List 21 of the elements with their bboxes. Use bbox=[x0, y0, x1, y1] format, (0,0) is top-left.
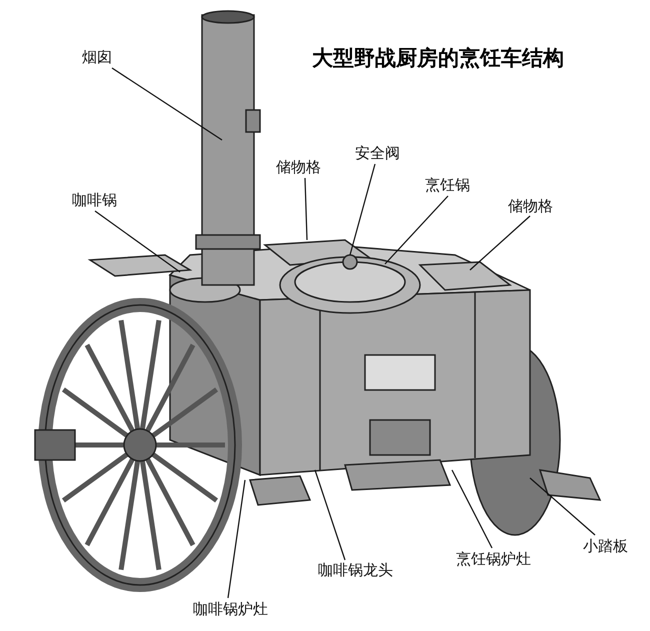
callout-label: 咖啡锅炉灶 bbox=[193, 600, 268, 618]
leader-line bbox=[227, 480, 246, 598]
leader-line bbox=[314, 470, 346, 560]
leader-line bbox=[112, 68, 222, 140]
callout-label: 咖啡锅龙头 bbox=[318, 561, 393, 579]
leader-line bbox=[384, 196, 448, 264]
leader-line bbox=[451, 470, 493, 548]
leader-line bbox=[470, 216, 530, 270]
callout-label: 安全阀 bbox=[355, 144, 400, 162]
callout-label: 烹饪锅 bbox=[425, 176, 470, 194]
leader-line bbox=[530, 478, 596, 536]
title: 大型野战厨房的烹饪车结构 bbox=[312, 45, 564, 72]
callout-label: 烟囱 bbox=[82, 48, 112, 66]
callout-label: 咖啡锅 bbox=[72, 191, 117, 209]
leader-line bbox=[304, 178, 308, 240]
callout-label: 储物格 bbox=[276, 158, 321, 176]
callout-label: 储物格 bbox=[508, 197, 553, 215]
callout-label: 小踏板 bbox=[583, 537, 628, 555]
leader-line bbox=[94, 210, 180, 272]
callout-label: 烹饪锅炉灶 bbox=[456, 550, 531, 568]
leader-line bbox=[349, 164, 376, 256]
